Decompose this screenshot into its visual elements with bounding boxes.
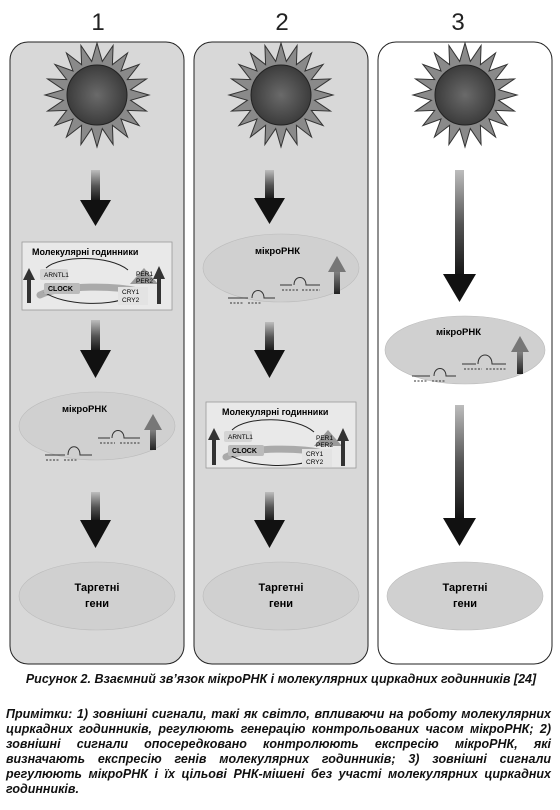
target-label-line1: Таргетні <box>443 582 488 594</box>
mirna-ellipse: мікроРНК <box>18 391 176 461</box>
down-arrow-icon <box>80 492 111 548</box>
target-label-line2: гени <box>453 598 477 610</box>
mirna-label: мікроРНК <box>255 246 300 257</box>
panel-3-number: 3 <box>451 9 464 36</box>
mirna-label: мікроРНК <box>62 404 107 415</box>
gene-cry1: CRY1 <box>306 451 324 458</box>
target-label-line1: Таргетні <box>259 582 304 594</box>
gene-clock: CLOCK <box>232 448 257 455</box>
figure-caption: Рисунок 2. Взаємний зв’язок мікроРНК і м… <box>25 672 537 686</box>
gene-arntl: ARNTL1 <box>44 272 69 279</box>
target-label-line1: Таргетні <box>75 582 120 594</box>
target-genes-ellipse: Таргетні гени <box>386 561 544 631</box>
gene-per2: PER2 <box>316 442 333 449</box>
mirna-ellipse: мікроРНК <box>384 315 546 385</box>
sun-icon <box>227 41 335 149</box>
down-arrow-icon <box>80 320 111 378</box>
target-label-line2: гени <box>269 598 293 610</box>
mirna-ellipse: мікроРНК <box>202 233 360 304</box>
down-arrow-icon <box>443 405 476 546</box>
panel-2-number: 2 <box>275 9 288 36</box>
down-arrow-icon <box>254 322 285 378</box>
gene-cry2: CRY2 <box>306 459 324 466</box>
molecular-clock-box: Молекулярні годинники ARNTL1 CLOCK PER1 … <box>205 401 357 469</box>
gene-per2: PER2 <box>136 278 153 285</box>
clock-title: Молекулярні годинники <box>32 247 138 257</box>
target-genes-ellipse: Таргетні гени <box>18 561 176 631</box>
down-arrow-icon <box>443 170 476 302</box>
down-arrow-icon <box>80 170 111 226</box>
molecular-clock-box: Молекулярні годинники ARNTL1 CLOCK PER1 … <box>21 241 173 311</box>
gene-per1: PER1 <box>136 271 153 278</box>
figure-diagram: 1 2 3 Молекулярні годинники ARNTL1 CLOCK… <box>9 9 553 665</box>
gene-cry1: CRY1 <box>122 289 140 296</box>
gene-clock: CLOCK <box>48 286 73 293</box>
target-label-line2: гени <box>85 598 109 610</box>
figure-notes: Примітки: 1) зовнішні сигнали, такі як с… <box>6 707 551 796</box>
gene-per1: PER1 <box>316 435 333 442</box>
mirna-label: мікроРНК <box>436 327 481 338</box>
sun-icon <box>411 41 519 149</box>
gene-cry2: CRY2 <box>122 297 140 304</box>
sun-icon <box>43 41 151 149</box>
clock-title: Молекулярні годинники <box>222 407 328 417</box>
down-arrow-icon <box>254 492 285 548</box>
panel-1-number: 1 <box>91 9 104 36</box>
target-genes-ellipse: Таргетні гени <box>202 561 360 631</box>
gene-arntl: ARNTL1 <box>228 434 253 441</box>
down-arrow-icon <box>254 170 285 224</box>
